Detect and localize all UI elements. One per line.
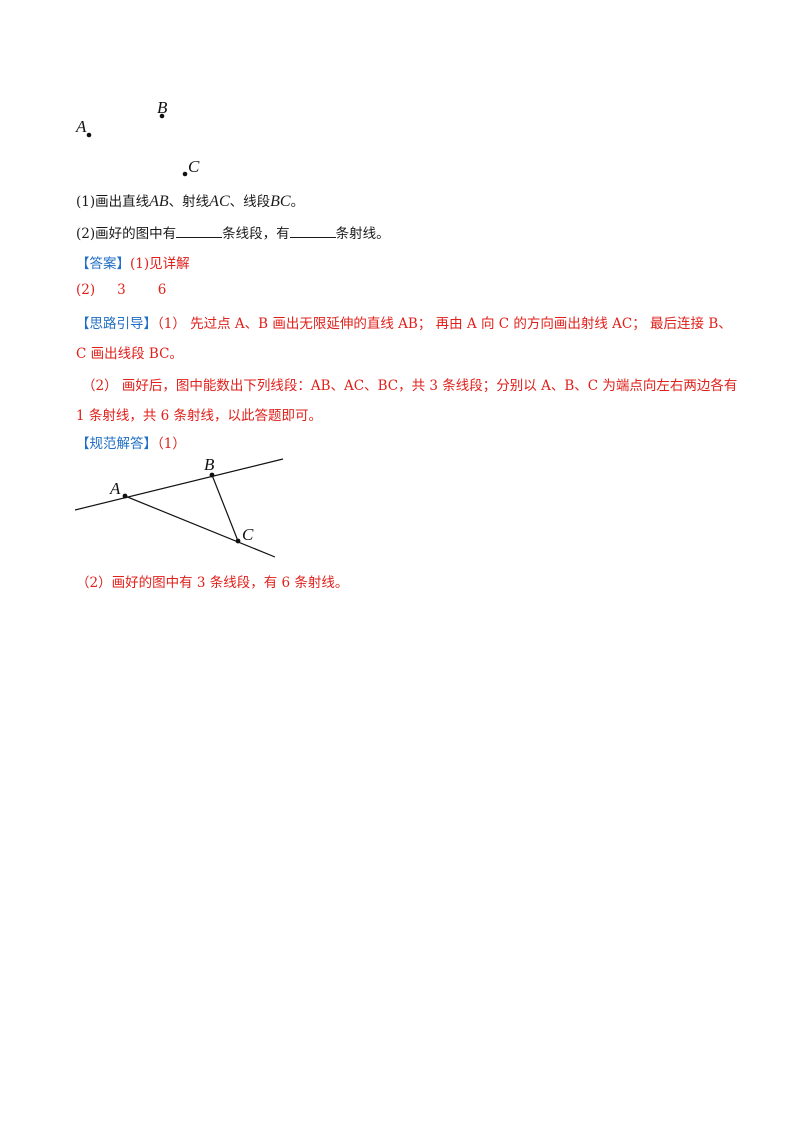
solution-figure: A B C (74, 455, 284, 558)
solution-line: 【规范解答】（1） (76, 432, 186, 452)
fig2-point-b-label: B (204, 455, 215, 474)
point-c-label: C (188, 157, 200, 176)
fig2-point-a (122, 493, 128, 499)
question-line-ab: AB (149, 193, 169, 210)
segment-bc (211, 474, 239, 542)
answer-segments: 3 (117, 282, 126, 298)
segments-blank[interactable] (176, 225, 223, 238)
question-part1-sep1: 、射线 (168, 194, 210, 210)
point-a (86, 132, 92, 138)
fig2-point-c (235, 538, 241, 544)
point-c (182, 171, 188, 177)
answer-part2-label: (2) (76, 282, 96, 298)
solution-part2: （2）画好的图中有 3 条线段，有 6 条射线。 (76, 575, 349, 591)
guide-line-4: 1 条射线，共 6 条射线，以此答题即可。 (76, 408, 323, 424)
answer-part2-line: (2) 3 6 (76, 282, 166, 298)
answer-tag: 【答案】 (76, 256, 130, 272)
point-b-label: B (157, 98, 168, 117)
rays-blank[interactable] (289, 225, 336, 238)
guide-text-1: （1） 先过点 A、B 画出无限延伸的直线 AB； 再由 A 向 C 的方向画出… (157, 316, 732, 332)
guide-tag: 【思路引导】 (76, 316, 157, 332)
question-part2-mid: 条线段，有 (222, 226, 290, 242)
guide-line-2: C 画出线段 BC。 (76, 346, 183, 362)
solution-tag: 【规范解答】 (76, 436, 157, 452)
answer-text: (1)见详解 (130, 256, 190, 272)
answer-rays: 6 (157, 282, 167, 298)
answer-line: 【答案】(1)见详解 (76, 252, 190, 272)
guide-line-3: （2） 画好后，图中能数出下列线段：AB、AC、BC，共 3 条线段；分别以 A… (82, 378, 738, 394)
guide-line-1: 【思路引导】（1） 先过点 A、B 画出无限延伸的直线 AB； 再由 A 向 C… (76, 312, 732, 332)
question-part2-end: 条射线。 (335, 226, 390, 242)
point-b (159, 113, 165, 119)
points-figure: A B C (75, 98, 200, 177)
fig2-point-b (209, 472, 215, 478)
question-part1-sep2: 、线段 (229, 194, 271, 210)
line-ab (74, 458, 284, 511)
question-part1-end: 。 (290, 194, 305, 210)
point-a-label: A (75, 117, 87, 136)
question-ray-ac: AC (209, 193, 230, 210)
question-part1-prefix: (1)画出直线 (76, 194, 150, 210)
question-part2-prefix: (2)画好的图中有 (76, 226, 177, 242)
ray-ac (124, 495, 276, 558)
fig2-point-a-label: A (109, 479, 121, 498)
solution-part1: （1） (157, 436, 186, 452)
question-part2: (2)画好的图中有 条线段，有 条射线。 (76, 222, 390, 242)
question-segment-bc: BC (270, 193, 291, 210)
question-part1: (1)画出直线AB、射线AC、线段BC。 (76, 190, 304, 211)
fig2-point-c-label: C (242, 525, 254, 544)
